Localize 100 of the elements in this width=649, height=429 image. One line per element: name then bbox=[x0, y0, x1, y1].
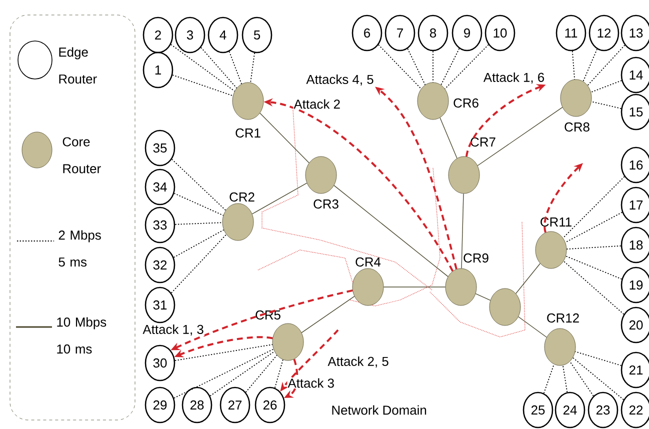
edge-router: 26 bbox=[254, 386, 286, 424]
link-line bbox=[171, 158, 226, 211]
edge-router: 2 bbox=[142, 16, 174, 54]
router-label: CR7 bbox=[470, 137, 496, 147]
link-line bbox=[210, 350, 275, 396]
edge-router: 30 bbox=[144, 344, 176, 382]
edge-router: 35 bbox=[144, 130, 176, 166]
edge-router: 28 bbox=[182, 386, 212, 424]
link-line bbox=[174, 192, 224, 216]
link-line bbox=[590, 80, 622, 93]
link-line bbox=[477, 107, 563, 166]
router-label: CR11 bbox=[540, 217, 572, 227]
edge-router: 29 bbox=[144, 386, 176, 424]
link-line bbox=[260, 112, 310, 164]
link-line bbox=[383, 286, 446, 288]
link-line bbox=[228, 51, 242, 84]
link-line bbox=[173, 229, 224, 258]
link-line bbox=[574, 351, 622, 366]
link-line bbox=[566, 245, 622, 250]
edge-router: 1 bbox=[142, 52, 174, 88]
edge-router: 13 bbox=[620, 14, 649, 52]
edge-router: 20 bbox=[620, 306, 649, 344]
link-line bbox=[432, 50, 434, 83]
edge-router: 12 bbox=[588, 14, 620, 52]
edge-router: 11 bbox=[556, 14, 586, 52]
edge-router: 25 bbox=[522, 392, 554, 428]
link-line bbox=[407, 48, 426, 86]
attack-label: Attack 2 bbox=[293, 98, 341, 110]
link-line bbox=[590, 101, 622, 109]
link-line bbox=[252, 182, 308, 214]
link-line bbox=[301, 296, 355, 333]
link-line bbox=[565, 256, 622, 280]
legend-label: 10 Mbps 10 ms bbox=[57, 317, 106, 354]
legend-label: 2 Mbps 5 ms bbox=[58, 230, 101, 267]
edge-router: 4 bbox=[208, 16, 238, 54]
router-label: CR2 bbox=[230, 192, 254, 202]
link-line bbox=[516, 263, 540, 294]
link-line bbox=[564, 212, 623, 243]
legend-label: Core Router bbox=[62, 137, 101, 174]
router-label: CR1 bbox=[236, 128, 260, 138]
edge-router: 7 bbox=[384, 14, 416, 52]
edge-router: 31 bbox=[144, 286, 176, 324]
edge-router: 18 bbox=[620, 226, 649, 264]
link-line bbox=[440, 117, 458, 159]
link-line bbox=[170, 234, 227, 294]
link-line bbox=[274, 359, 284, 388]
edge-router: 14 bbox=[620, 56, 649, 94]
link-line bbox=[378, 44, 422, 90]
link-line bbox=[174, 344, 273, 361]
link-line bbox=[562, 364, 568, 393]
legend-label: Edge Router bbox=[59, 47, 97, 84]
edge-router: 9 bbox=[452, 14, 482, 52]
link-line bbox=[562, 176, 625, 238]
link-line bbox=[582, 48, 598, 82]
link-line bbox=[440, 48, 460, 86]
edge-router: 23 bbox=[588, 392, 618, 428]
edge-router: 16 bbox=[620, 146, 649, 184]
link-line bbox=[569, 361, 594, 396]
edge-router: 5 bbox=[242, 16, 272, 54]
attack-label: Attack 1, 3 bbox=[142, 324, 204, 336]
link-line bbox=[475, 293, 491, 301]
router-label: CR3 bbox=[314, 199, 338, 209]
edge-router: 21 bbox=[620, 352, 649, 388]
link-line bbox=[572, 357, 624, 400]
link-line bbox=[543, 364, 554, 394]
link-line bbox=[461, 193, 464, 269]
link-line bbox=[518, 316, 547, 338]
link-line bbox=[174, 222, 223, 225]
edge-router: 15 bbox=[620, 94, 649, 130]
edge-router: 8 bbox=[418, 14, 448, 52]
link-line bbox=[170, 44, 236, 92]
link-line bbox=[172, 74, 234, 96]
attack-label: Attacks 4, 5 bbox=[306, 74, 374, 86]
edge-router: 34 bbox=[144, 168, 176, 206]
attack-label: Attack 3 bbox=[287, 378, 335, 388]
link-line bbox=[334, 185, 448, 277]
edge-router: 19 bbox=[620, 266, 649, 304]
edge-router: 17 bbox=[620, 186, 649, 224]
router-label: CR9 bbox=[464, 253, 488, 263]
edge-router: 6 bbox=[352, 14, 382, 52]
link-line bbox=[250, 52, 256, 83]
edge-router: 33 bbox=[144, 206, 176, 244]
edge-router: 24 bbox=[554, 392, 586, 428]
link-line bbox=[174, 348, 274, 399]
domain-label: Network Domain bbox=[332, 405, 426, 415]
edge-router: 27 bbox=[220, 386, 250, 424]
attack-label: Attack 1, 6 bbox=[483, 72, 544, 84]
link-line bbox=[245, 354, 278, 393]
link-line bbox=[563, 260, 624, 315]
edge-router: 32 bbox=[144, 246, 176, 284]
link-line bbox=[444, 44, 489, 90]
edge-router: 3 bbox=[174, 16, 206, 54]
router-label: CR4 bbox=[356, 257, 381, 267]
edge-router: 22 bbox=[620, 392, 649, 428]
router-label: CR8 bbox=[564, 122, 590, 132]
link-line bbox=[200, 47, 238, 89]
link-line bbox=[572, 50, 576, 80]
attack-label: Attack 2, 5 bbox=[327, 356, 390, 368]
core-router bbox=[489, 288, 521, 326]
edge-router: 10 bbox=[484, 14, 516, 52]
